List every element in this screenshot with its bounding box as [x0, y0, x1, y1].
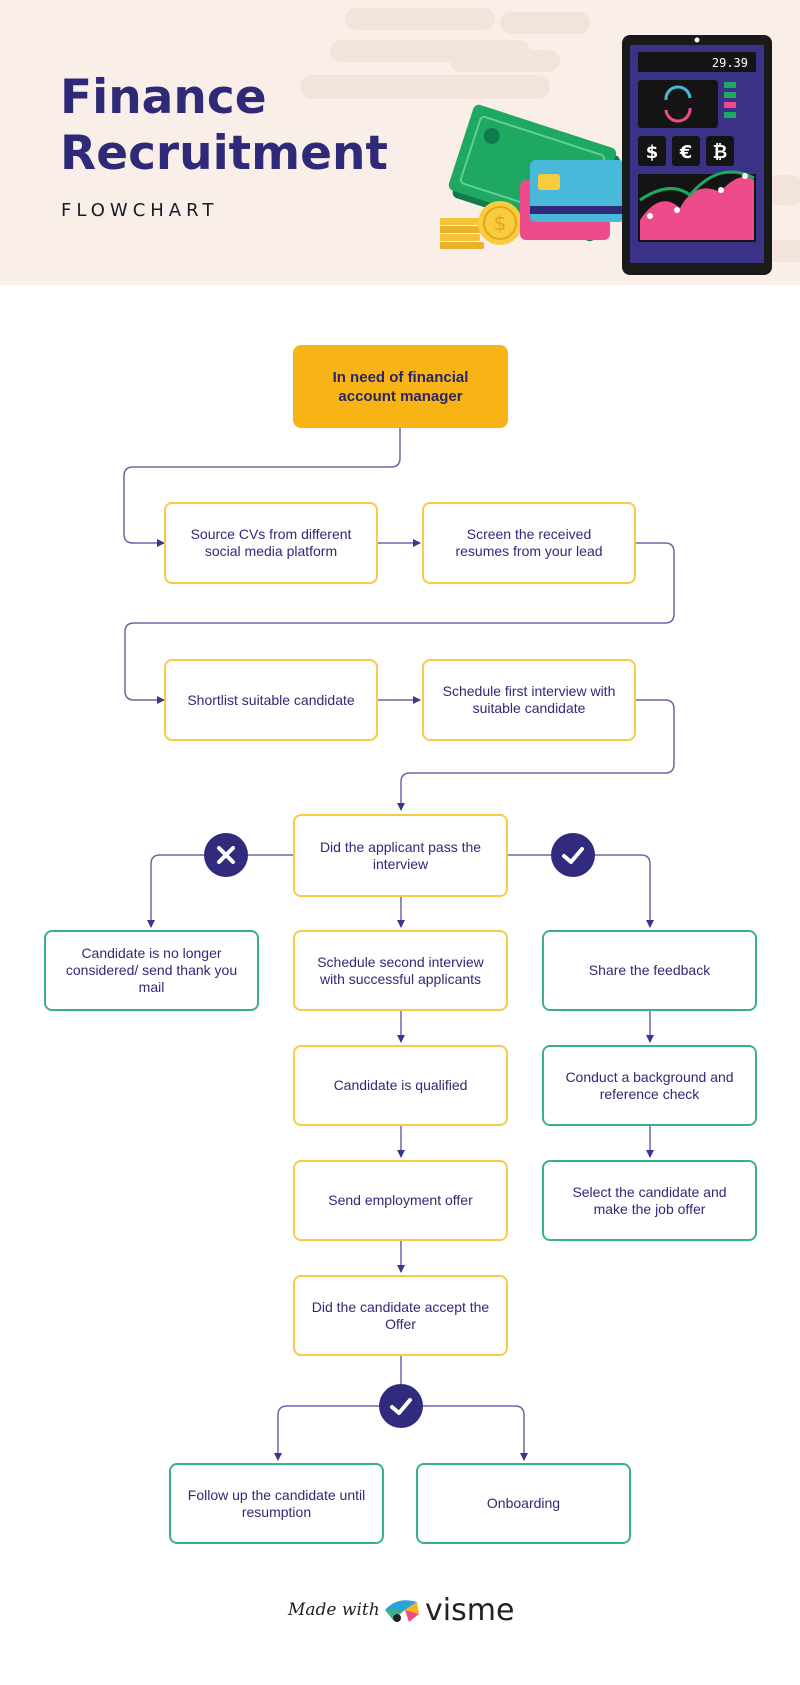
accept-check-icon	[379, 1384, 423, 1428]
phone-icon: 29.39 $ € ₿	[622, 35, 772, 275]
flow-step-source-cvs: Source CVs from different social media p…	[164, 502, 378, 584]
flow-step-follow-up: Follow up the candidate until resumption	[169, 1463, 384, 1544]
background-cloud	[345, 8, 495, 30]
connector-schedule-first-to-decision	[397, 699, 675, 811]
flow-decision-accept: Did the candidate accept the Offer	[293, 1275, 508, 1356]
connector-start-to-source	[123, 428, 401, 547]
page-title: Finance Recruitment	[60, 70, 388, 182]
footer-credit: Made with visme	[288, 1590, 528, 1632]
reject-x-icon	[204, 833, 248, 877]
flow-step-start: In need of financial account manager	[293, 345, 508, 428]
background-cloud	[500, 12, 590, 34]
credit-card-icon	[520, 160, 625, 240]
connector-screen-to-shortlist	[124, 542, 675, 704]
flow-step-rejected: Candidate is no longer considered/ send …	[44, 930, 259, 1011]
flow-step-background-check: Conduct a background and reference check	[542, 1045, 757, 1126]
background-cloud	[300, 75, 550, 99]
connector-accept-to-onboarding	[401, 1405, 528, 1461]
title-line-1: Finance	[60, 70, 267, 125]
connector-decision-to-feedback	[508, 854, 654, 928]
flow-step-share-feedback: Share the feedback	[542, 930, 757, 1011]
flow-step-onboarding: Onboarding	[416, 1463, 631, 1544]
background-cloud	[450, 50, 560, 72]
svg-text:$: $	[494, 211, 507, 235]
header-banner: Finance Recruitment FLOWCHART $	[0, 0, 800, 285]
connector-decision-to-rejected	[147, 854, 293, 928]
finance-illustration: $ 29.39 $ € ₿	[440, 35, 772, 275]
title-line-2: Recruitment	[60, 126, 388, 181]
flow-step-shortlist: Shortlist suitable candidate	[164, 659, 378, 741]
svg-text:$: $	[646, 142, 659, 163]
brand-name: visme	[425, 1593, 515, 1628]
flow-step-screen-resumes: Screen the received resumes from your le…	[422, 502, 636, 584]
flow-decision-interview: Did the applicant pass the interview	[293, 814, 508, 897]
flow-step-send-offer: Send employment offer	[293, 1160, 508, 1241]
coins-icon: $	[440, 201, 522, 249]
flow-step-schedule-second: Schedule second interview with successfu…	[293, 930, 508, 1011]
flow-step-qualified: Candidate is qualified	[293, 1045, 508, 1126]
made-with-text: Made with	[288, 1600, 380, 1620]
visme-logo-icon	[385, 1600, 419, 1622]
svg-text:29.39: 29.39	[712, 56, 748, 70]
approve-check-icon	[551, 833, 595, 877]
page-subtitle: FLOWCHART	[61, 200, 219, 221]
svg-text:€: €	[679, 142, 693, 163]
flow-step-select-candidate: Select the candidate and make the job of…	[542, 1160, 757, 1241]
connector-accept-to-followup	[274, 1405, 401, 1461]
svg-text:₿: ₿	[713, 142, 728, 163]
flow-step-schedule-first: Schedule first interview with suitable c…	[422, 659, 636, 741]
